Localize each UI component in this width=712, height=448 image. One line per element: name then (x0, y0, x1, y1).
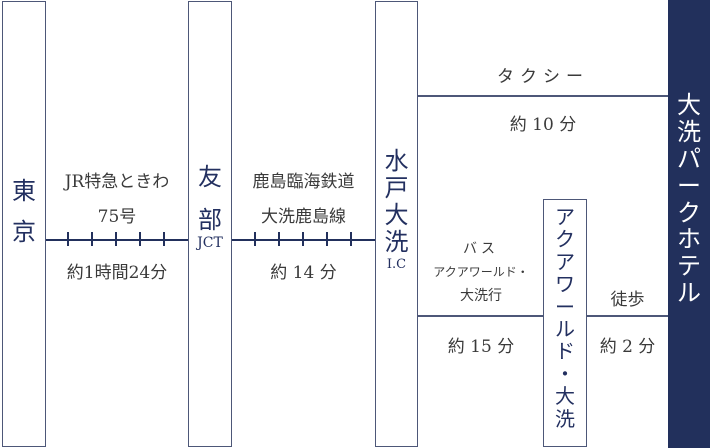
tick (326, 232, 328, 246)
bus-time: 約 15 分 (447, 337, 515, 357)
station-tokyo-label: 東 京 (12, 177, 36, 246)
route-time: 約 14 分 (270, 263, 337, 283)
hotel-label: 大 洗 パ ー ク ホ テ ル (677, 91, 701, 308)
tick (91, 232, 93, 246)
bus-label: バス (463, 241, 499, 257)
station-mito-oarai-ic (375, 1, 418, 447)
taxi-label: タクシー (497, 67, 589, 87)
bus-destination-2: 大洗行 (460, 288, 502, 304)
rail-line-tomobe-mito (232, 239, 375, 241)
taxi-time: 約 10 分 (509, 115, 577, 135)
rail-line-tokyo-tomobe (46, 239, 188, 241)
bus-destination: アクアワールド・ (433, 265, 529, 279)
tick (302, 232, 304, 246)
tick (115, 232, 117, 246)
tick (67, 232, 69, 246)
route-name: JR特急ときわ (64, 172, 170, 192)
tick (139, 232, 141, 246)
taxi-line (418, 95, 668, 97)
destination-oarai-park-hotel (668, 0, 710, 448)
tick (278, 232, 280, 246)
tick (350, 232, 352, 246)
tick (163, 232, 165, 246)
station-tokyo (2, 1, 46, 447)
walk-line (587, 315, 668, 317)
station-tomobe (188, 1, 232, 447)
station-aquaworld-label: ア ク ア ワ ー ル ド ・ 大 洗 (555, 205, 575, 431)
station-mito-oarai-label: 水 戸 大 洗 I.C (384, 147, 409, 272)
walk-label: 徒歩 (610, 290, 645, 310)
walk-time: 約 2 分 (599, 337, 656, 357)
tick (254, 232, 256, 246)
route-train-number: 75号 (97, 207, 137, 227)
route-name: 鹿島臨海鉄道 (252, 172, 355, 192)
station-aquaworld-oarai (543, 199, 587, 447)
station-tomobe-label: 友 部 JCT (197, 163, 223, 251)
route-time: 約1時間24分 (66, 263, 168, 283)
bus-line (418, 315, 544, 317)
route-line-name: 大洗鹿島線 (261, 207, 346, 227)
